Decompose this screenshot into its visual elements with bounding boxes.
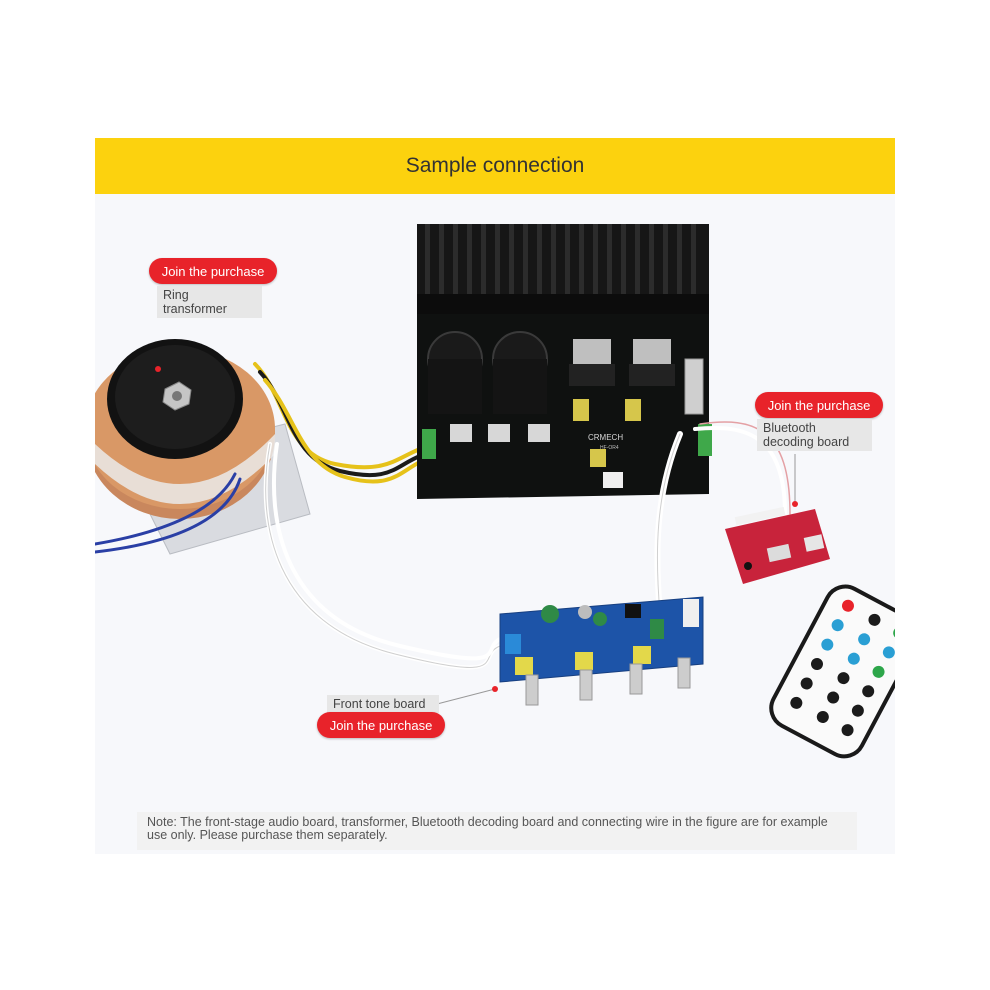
transformer-wires	[95, 362, 502, 670]
ring-transformer	[95, 339, 311, 555]
bluetooth-label: Bluetooth decoding board	[757, 419, 872, 451]
bluetooth-board	[725, 506, 830, 584]
header-banner: Sample connection	[95, 138, 895, 194]
connection-illustration: CRMECH HF-OR4	[95, 224, 895, 759]
tone-board-label: Front tone board	[327, 695, 439, 713]
bluetooth-join-label: Join the purchase	[767, 397, 871, 413]
board-model: HF-OR4	[600, 445, 619, 451]
tone-board-join-button[interactable]: Join the purchase	[317, 712, 445, 738]
board-brand: CRMECH	[588, 433, 623, 442]
amplifier-board: CRMECH HF-OR4	[417, 224, 712, 499]
tone-board	[499, 596, 704, 706]
bluetooth-join-button[interactable]: Join the purchase	[755, 392, 883, 418]
disclaimer-note: Note: The front-stage audio board, trans…	[137, 812, 857, 850]
transformer-join-button[interactable]: Join the purchase	[149, 258, 277, 284]
product-scene: CRMECH HF-OR4	[95, 194, 895, 854]
tone-board-join-label: Join the purchase	[329, 717, 433, 733]
transformer-join-label: Join the purchase	[161, 263, 265, 279]
ir-remote	[769, 584, 895, 759]
transformer-label: Ring transformer	[157, 286, 262, 318]
banner-title: Sample connection	[405, 154, 585, 177]
